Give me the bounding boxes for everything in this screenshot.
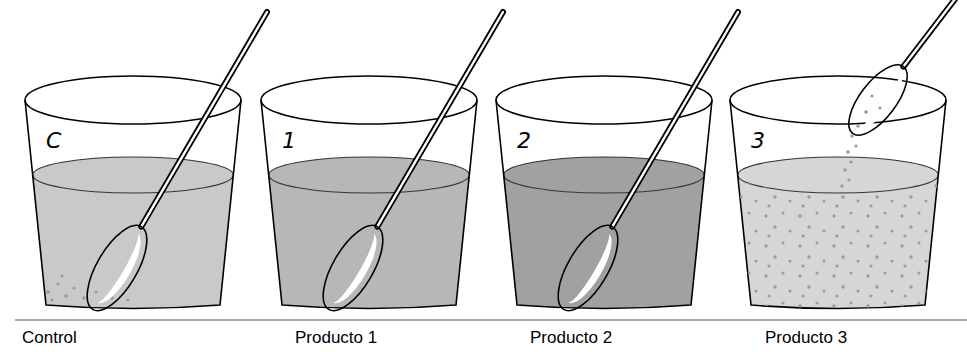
sediment bbox=[46, 275, 129, 302]
liquid bbox=[504, 175, 705, 309]
spoon bbox=[75, 12, 267, 320]
liquid-surface bbox=[33, 157, 234, 193]
liquid bbox=[738, 175, 939, 309]
cup-outline bbox=[493, 60, 715, 320]
table-line bbox=[15, 319, 967, 320]
cup-outline bbox=[22, 60, 244, 320]
cup-wall bbox=[25, 100, 241, 309]
cup-label: 1 bbox=[282, 128, 296, 153]
cup-node: 1Producto 1 bbox=[258, 60, 480, 352]
cup-rim bbox=[496, 76, 712, 124]
cup-node: 3Producto 3 bbox=[727, 60, 949, 352]
liquid-surface bbox=[504, 157, 705, 193]
spoon bbox=[311, 12, 503, 320]
liquid-surface bbox=[269, 157, 470, 193]
cup-node: C Control bbox=[22, 60, 244, 352]
cup-caption: Producto 1 bbox=[295, 328, 377, 348]
cup-outline bbox=[258, 60, 480, 320]
liquid bbox=[269, 175, 470, 309]
cup-outline bbox=[727, 60, 949, 320]
cup-caption: Producto 3 bbox=[765, 328, 847, 348]
cup-wall bbox=[496, 100, 712, 309]
liquid-surface bbox=[738, 157, 939, 193]
raised-spoon bbox=[838, 0, 962, 144]
cup-caption: Producto 2 bbox=[530, 328, 612, 348]
cup-label: 3 bbox=[751, 128, 765, 153]
cup-rim bbox=[261, 76, 477, 124]
cup-label: 2 bbox=[517, 128, 531, 153]
cup-wall bbox=[730, 100, 946, 309]
liquid bbox=[33, 175, 234, 309]
cup-label: C bbox=[46, 128, 61, 153]
cup-wall bbox=[261, 100, 477, 309]
falling-powder bbox=[840, 124, 860, 188]
cup-node: 2Producto 2 bbox=[493, 60, 715, 352]
cup-rim bbox=[25, 76, 241, 124]
dissolving-powder bbox=[738, 175, 939, 309]
cup-rim bbox=[730, 76, 946, 124]
cup-caption: Control bbox=[22, 328, 77, 348]
spoon bbox=[546, 12, 738, 320]
